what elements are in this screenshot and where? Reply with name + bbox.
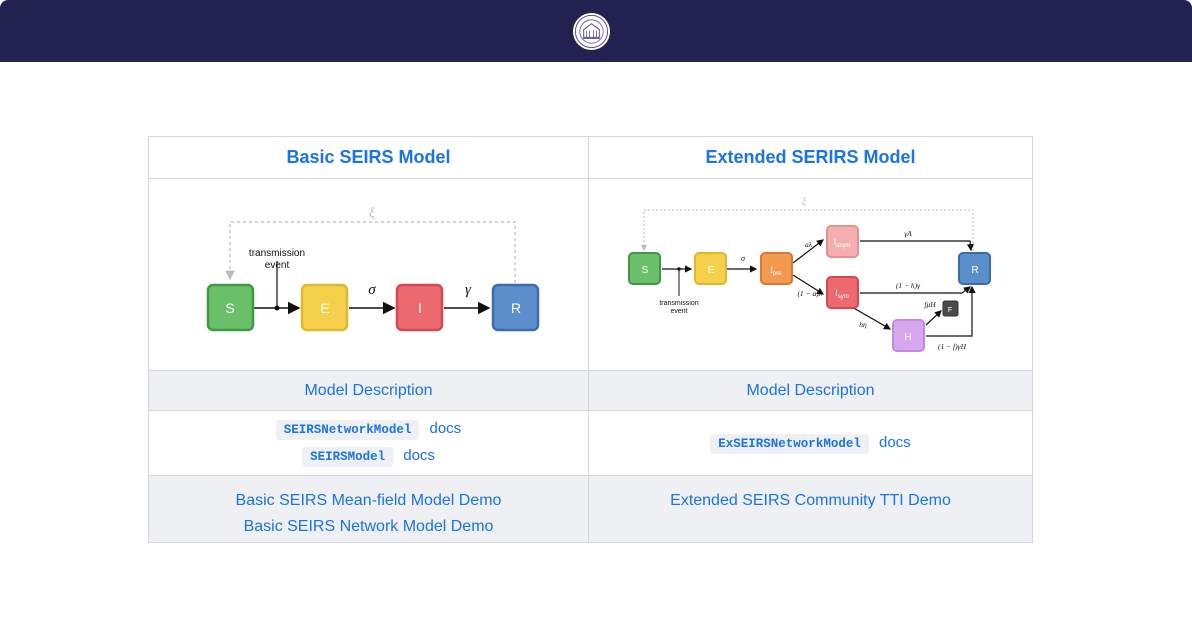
ext-sigma-label: σ — [741, 254, 746, 263]
extended-model-description-link[interactable]: Model Description — [746, 381, 875, 399]
class-entry: SEIRSNetworkModel docs — [149, 416, 588, 443]
ext-node-ipre-label: Ipre — [770, 265, 782, 277]
ext-one-minus-h-gamma-label: (1 − h)γ — [895, 281, 920, 290]
ext-node-ipre — [759, 252, 793, 285]
basic-seirs-diagram: ξ transmission event σ γ S E I — [206, 206, 539, 332]
ext-f-mu-h-label: fμH — [924, 300, 936, 309]
class-entry: ExSEIRSNetworkModel docs — [589, 430, 1032, 457]
ext-ipre-to-isym-arrow — [792, 274, 824, 295]
gamma-label: γ — [465, 282, 472, 298]
ext-one-minus-f-gamma-h-label: (1 − f)γH — [937, 342, 966, 351]
node-s — [206, 283, 254, 332]
extended-seirs-diagram: ξ transmission event σ aλ (1 − a)λ γA (1… — [627, 197, 991, 352]
extended-classes-cell: ExSEIRSNetworkModel docs — [588, 410, 1033, 476]
basic-model-title: Basic SEIRS Model — [148, 136, 589, 179]
class-entry: SEIRSModel docs — [149, 443, 588, 470]
ext-node-f-label: F — [947, 307, 951, 314]
ext-node-s-label: S — [641, 265, 648, 276]
ext-node-e-label: E — [707, 265, 714, 276]
node-i — [395, 283, 443, 332]
ext-h-to-r-arrow — [925, 285, 976, 337]
event-label: event — [264, 260, 289, 271]
basic-diagram-cell: ξ transmission event σ γ S E I — [148, 178, 589, 371]
node-e — [300, 283, 348, 332]
ext-node-isym — [825, 276, 859, 309]
ext-gamma-a-label: γA — [904, 229, 912, 238]
ex-seirs-network-model-docs-link[interactable]: docs — [879, 433, 911, 451]
node-r-label: R — [510, 300, 520, 316]
ext-node-f — [942, 300, 958, 317]
xi-arrow — [224, 221, 516, 283]
ext-iasym-to-r-arrow — [859, 240, 974, 252]
extended-model-title: Extended SERIRS Model — [588, 136, 1033, 179]
ext-xi-label: ξ — [801, 197, 806, 208]
seirs-model-class: SEIRSModel — [302, 447, 394, 467]
ext-node-isym-label: Isym — [835, 288, 849, 300]
seirs-network-model-docs-link[interactable]: docs — [429, 420, 462, 437]
ext-h-to-f-arrow — [925, 310, 942, 326]
ex-seirs-network-model-class: ExSEIRSNetworkModel — [710, 433, 869, 454]
sigma-label: σ — [368, 282, 376, 298]
ext-node-e — [693, 252, 727, 285]
basic-model-description-link[interactable]: Model Description — [304, 381, 433, 399]
ext-a-lambda-label: aλ — [805, 240, 813, 249]
node-e-label: E — [320, 300, 329, 316]
ext-node-s — [627, 252, 661, 285]
ext-one-minus-a-lambda-label: (1 − a)λ — [797, 289, 822, 298]
node-s-label: S — [225, 300, 234, 316]
node-i-label: I — [418, 300, 422, 316]
top-bar — [0, 0, 1192, 62]
transmission-label: transmission — [248, 248, 304, 259]
extended-demos-cell: Extended SEIRS Community TTI Demo — [588, 475, 1033, 543]
basic-mean-field-demo-link[interactable]: Basic SEIRS Mean-field Model Demo — [235, 492, 502, 509]
ext-ipre-to-iasym-arrow — [792, 239, 824, 264]
ext-h-eta-label: hη — [859, 320, 867, 329]
university-seal-icon[interactable] — [572, 12, 611, 51]
basic-network-demo-link[interactable]: Basic SEIRS Network Model Demo — [243, 518, 494, 535]
ext-isym-to-r-arrow — [859, 286, 971, 294]
seirs-model-docs-link[interactable]: docs — [403, 447, 435, 464]
ext-node-r-label: R — [971, 265, 978, 276]
ext-transmission-label: transmission — [659, 300, 698, 307]
xi-label: ξ — [369, 206, 375, 221]
ext-node-iasym-label: Iasym — [833, 237, 850, 249]
ext-node-h-label: H — [904, 332, 911, 343]
extended-community-tti-demo-link[interactable]: Extended SEIRS Community TTI Demo — [670, 492, 951, 509]
seirs-network-model-class: SEIRSNetworkModel — [275, 420, 420, 440]
basic-classes-cell: SEIRSNetworkModel docs SEIRSModel docs — [148, 410, 589, 476]
ext-event-label: event — [670, 308, 687, 315]
extended-diagram-cell: ξ transmission event σ aλ (1 − a)λ γA (1… — [588, 178, 1033, 371]
ext-xi-arrow — [640, 209, 973, 251]
ext-node-r — [957, 252, 991, 285]
model-comparison-table: Basic SEIRS Model Extended SERIRS Model … — [148, 136, 1033, 543]
node-r — [491, 283, 539, 332]
basic-demos-cell: Basic SEIRS Mean-field Model Demo Basic … — [148, 475, 589, 543]
ext-node-iasym — [825, 225, 859, 258]
ext-node-h — [891, 319, 925, 352]
